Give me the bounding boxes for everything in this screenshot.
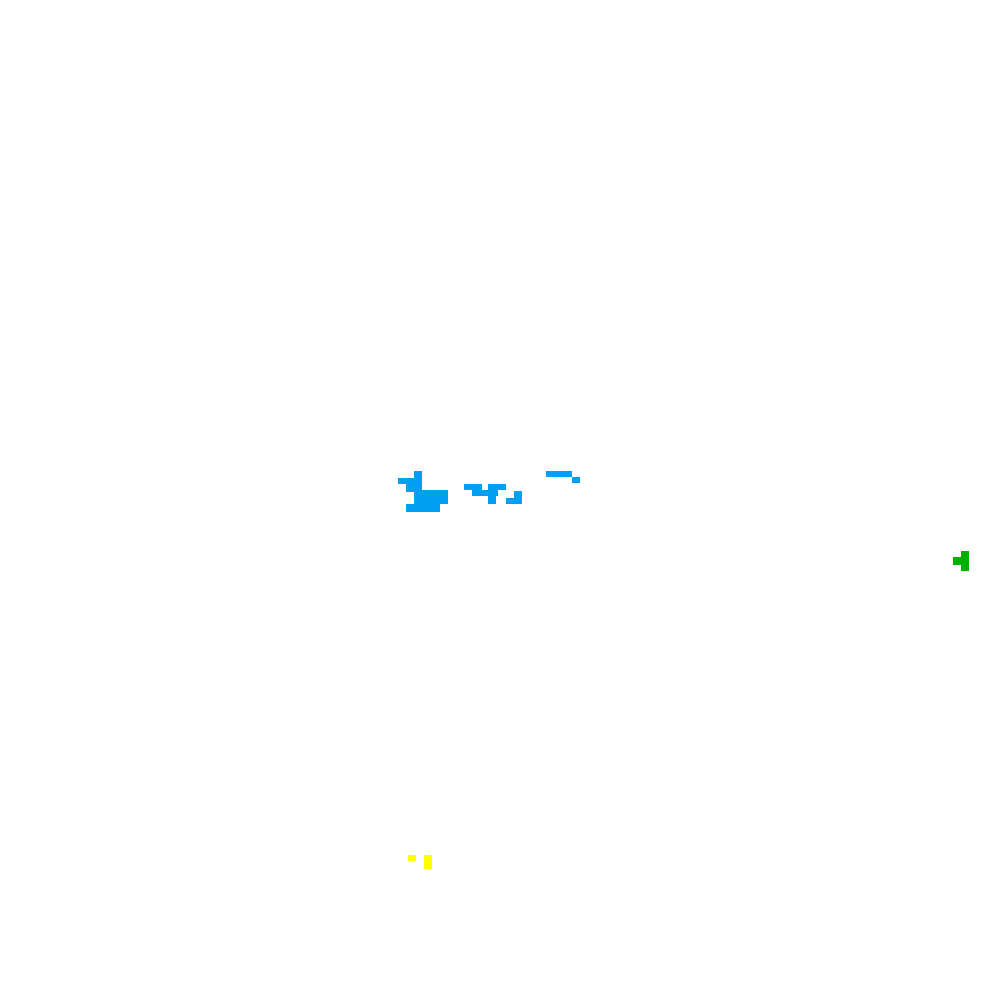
blue-pixel-block xyxy=(414,471,422,479)
blue-pixel-block xyxy=(546,471,572,477)
blue-pixel-block xyxy=(464,484,482,490)
green-pixel-block xyxy=(953,557,969,565)
yellow-pixel-block xyxy=(408,855,416,861)
blue-pixel-block xyxy=(398,478,422,484)
blue-pixel-block xyxy=(406,484,422,492)
blue-pixel-block xyxy=(572,477,580,483)
blue-pixel-block xyxy=(514,491,522,499)
blue-pixel-block xyxy=(414,490,448,504)
green-pixel-block xyxy=(961,551,969,571)
blue-pixel-block xyxy=(472,490,498,496)
blue-pixel-block xyxy=(506,498,522,504)
yellow-pixel-block xyxy=(424,855,432,869)
blue-pixel-block xyxy=(488,484,506,490)
blue-pixel-block xyxy=(406,504,440,512)
blue-pixel-block xyxy=(488,496,496,504)
